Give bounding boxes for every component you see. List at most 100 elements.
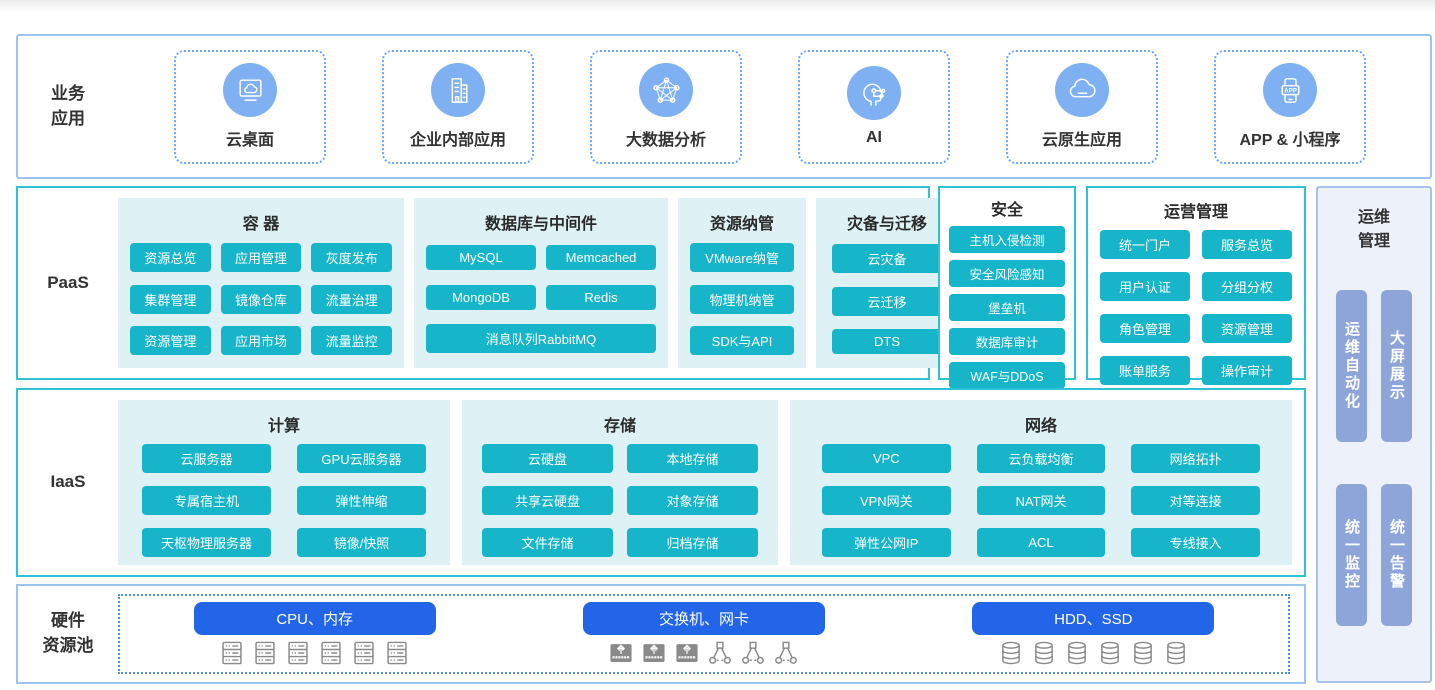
- service-pill: 专属宿主机: [142, 486, 271, 515]
- app-phone-icon: [1274, 74, 1307, 107]
- server-icon: [285, 640, 311, 666]
- business-icon-circle: [1055, 63, 1109, 117]
- cloud-desktop-icon: [234, 74, 267, 107]
- hardware-layer-label: 硬件 资源池: [42, 611, 94, 655]
- devops-pill-group-1: 运维自动化大屏展示: [1336, 290, 1412, 442]
- service-pill: 弹性公网IP: [822, 528, 951, 557]
- service-pill: 角色管理: [1100, 314, 1190, 343]
- hardware-category-button: CPU、内存: [193, 602, 436, 635]
- devops-pill: 统一监控: [1336, 484, 1367, 626]
- top-gradient-bar: [0, 0, 1435, 12]
- business-layer-label: 业务 应用: [51, 83, 85, 128]
- hardware-icon-row: [608, 640, 799, 666]
- server-icon: [252, 640, 278, 666]
- service-pill: 堡垒机: [949, 294, 1065, 321]
- service-pill: 镜像/快照: [297, 528, 426, 557]
- db-icon: [1163, 640, 1189, 666]
- hardware-resource-layer: 硬件 资源池 CPU、内存: [16, 584, 1306, 684]
- devops-pill-group-2: 统一监控统一告警: [1336, 484, 1412, 626]
- business-card: 云原生应用: [1006, 49, 1158, 164]
- business-icon-circle: [639, 63, 693, 117]
- service-pill: 资源管理: [130, 325, 211, 355]
- service-pill: VPN网关: [822, 486, 951, 515]
- service-pill: 本地存储: [627, 444, 758, 473]
- service-pill: 物理机纳管: [690, 284, 794, 314]
- paas-layer-label: PaaS: [47, 272, 89, 292]
- service-pill: 对象存储: [627, 486, 758, 515]
- service-pill: 网络拓扑: [1131, 444, 1260, 473]
- building-icon: [442, 74, 475, 107]
- service-pill: ACL: [976, 528, 1106, 557]
- service-pill: 数据库审计: [949, 328, 1065, 355]
- server-icon: [318, 640, 344, 666]
- service-pill: 灰度发布: [311, 243, 392, 273]
- business-card-label: APP & 小程序: [1239, 132, 1341, 149]
- service-pill: 统一门户: [1100, 230, 1190, 259]
- resource-panel-title: 资源纳管: [709, 216, 774, 233]
- devops-panel-title: 运维 管理: [1357, 209, 1390, 250]
- disaster-panel-title: 灾备与迁移: [846, 216, 927, 233]
- service-pill: 安全风险感知: [949, 260, 1065, 287]
- storage-pill-list: 云硬盘本地存储共享云硬盘对象存储文件存储归档存储: [474, 444, 766, 557]
- hardware-category-button: 交换机、网卡: [582, 602, 825, 635]
- service-pill: Redis: [546, 284, 656, 310]
- network-panel-title: 网络: [1024, 418, 1057, 435]
- security-panel-title: 安全: [990, 202, 1023, 219]
- service-pill: MySQL: [426, 245, 536, 271]
- service-pill: 服务总览: [1202, 230, 1292, 259]
- service-pill: 云灾备: [832, 244, 942, 274]
- container-panel: 容 器 资源总览应用管理灰度发布集群管理镜像仓库流量治理资源管理应用市场流量监控: [118, 198, 404, 368]
- devops-management-panel: 运维 管理 运维自动化大屏展示 统一监控统一告警: [1316, 186, 1432, 683]
- hardware-dashed-container: CPU、内存: [118, 594, 1290, 674]
- business-application-layer: 业务 应用 云桌面 企业内部应用: [16, 34, 1432, 179]
- service-pill: 应用市场: [220, 325, 302, 355]
- service-pill: 流量监控: [311, 325, 392, 355]
- storage-panel: 存储 云硬盘本地存储共享云硬盘对象存储文件存储归档存储: [462, 400, 778, 565]
- switch-icon: [674, 640, 700, 666]
- switch-icon: [641, 640, 667, 666]
- devops-pill: 统一告警: [1381, 484, 1412, 626]
- business-card-label: AI: [866, 129, 882, 146]
- ai-head-icon: [858, 77, 891, 110]
- database-panel-title: 数据库与中间件: [484, 216, 597, 233]
- container-panel-title: 容 器: [242, 216, 280, 233]
- service-pill: 主机入侵检测: [949, 226, 1065, 253]
- service-pill: 天枢物理服务器: [142, 528, 271, 557]
- business-icon-circle: [223, 63, 277, 117]
- business-icon-circle: [1263, 63, 1317, 117]
- service-pill: 应用管理: [220, 243, 302, 273]
- server-icon: [351, 640, 377, 666]
- business-card-list: 云桌面 企业内部应用 大数据分析: [118, 49, 1430, 164]
- hardware-icon-row: [219, 640, 410, 666]
- service-pill: 归档存储: [627, 528, 758, 557]
- iaas-layer-label: IaaS: [50, 472, 86, 492]
- cloud-icon: [1066, 74, 1099, 107]
- paas-layer: PaaS 容 器 资源总览应用管理灰度发布集群管理镜像仓库流量治理资源管理应用市…: [16, 186, 958, 380]
- container-pill-list: 资源总览应用管理灰度发布集群管理镜像仓库流量治理资源管理应用市场流量监控: [130, 242, 392, 356]
- hardware-category-button: HDD、SSD: [972, 602, 1215, 635]
- service-pill: 弹性伸缩: [297, 486, 426, 515]
- devops-pill: 大屏展示: [1381, 290, 1412, 442]
- business-card-label: 云原生应用: [1041, 132, 1122, 149]
- db-icon: [1064, 640, 1090, 666]
- server-icon: [384, 640, 410, 666]
- business-card: 企业内部应用: [382, 49, 534, 164]
- hardware-group: 交换机、网卡: [529, 602, 879, 666]
- db-icon: [1097, 640, 1123, 666]
- business-card-label: 大数据分析: [625, 132, 706, 149]
- service-pill: 用户认证: [1100, 272, 1190, 301]
- service-pill: MongoDB: [426, 284, 536, 310]
- hardware-group: HDD、SSD: [918, 602, 1268, 666]
- service-pill: 共享云硬盘: [482, 486, 613, 515]
- hardware-icon-row: [998, 640, 1189, 666]
